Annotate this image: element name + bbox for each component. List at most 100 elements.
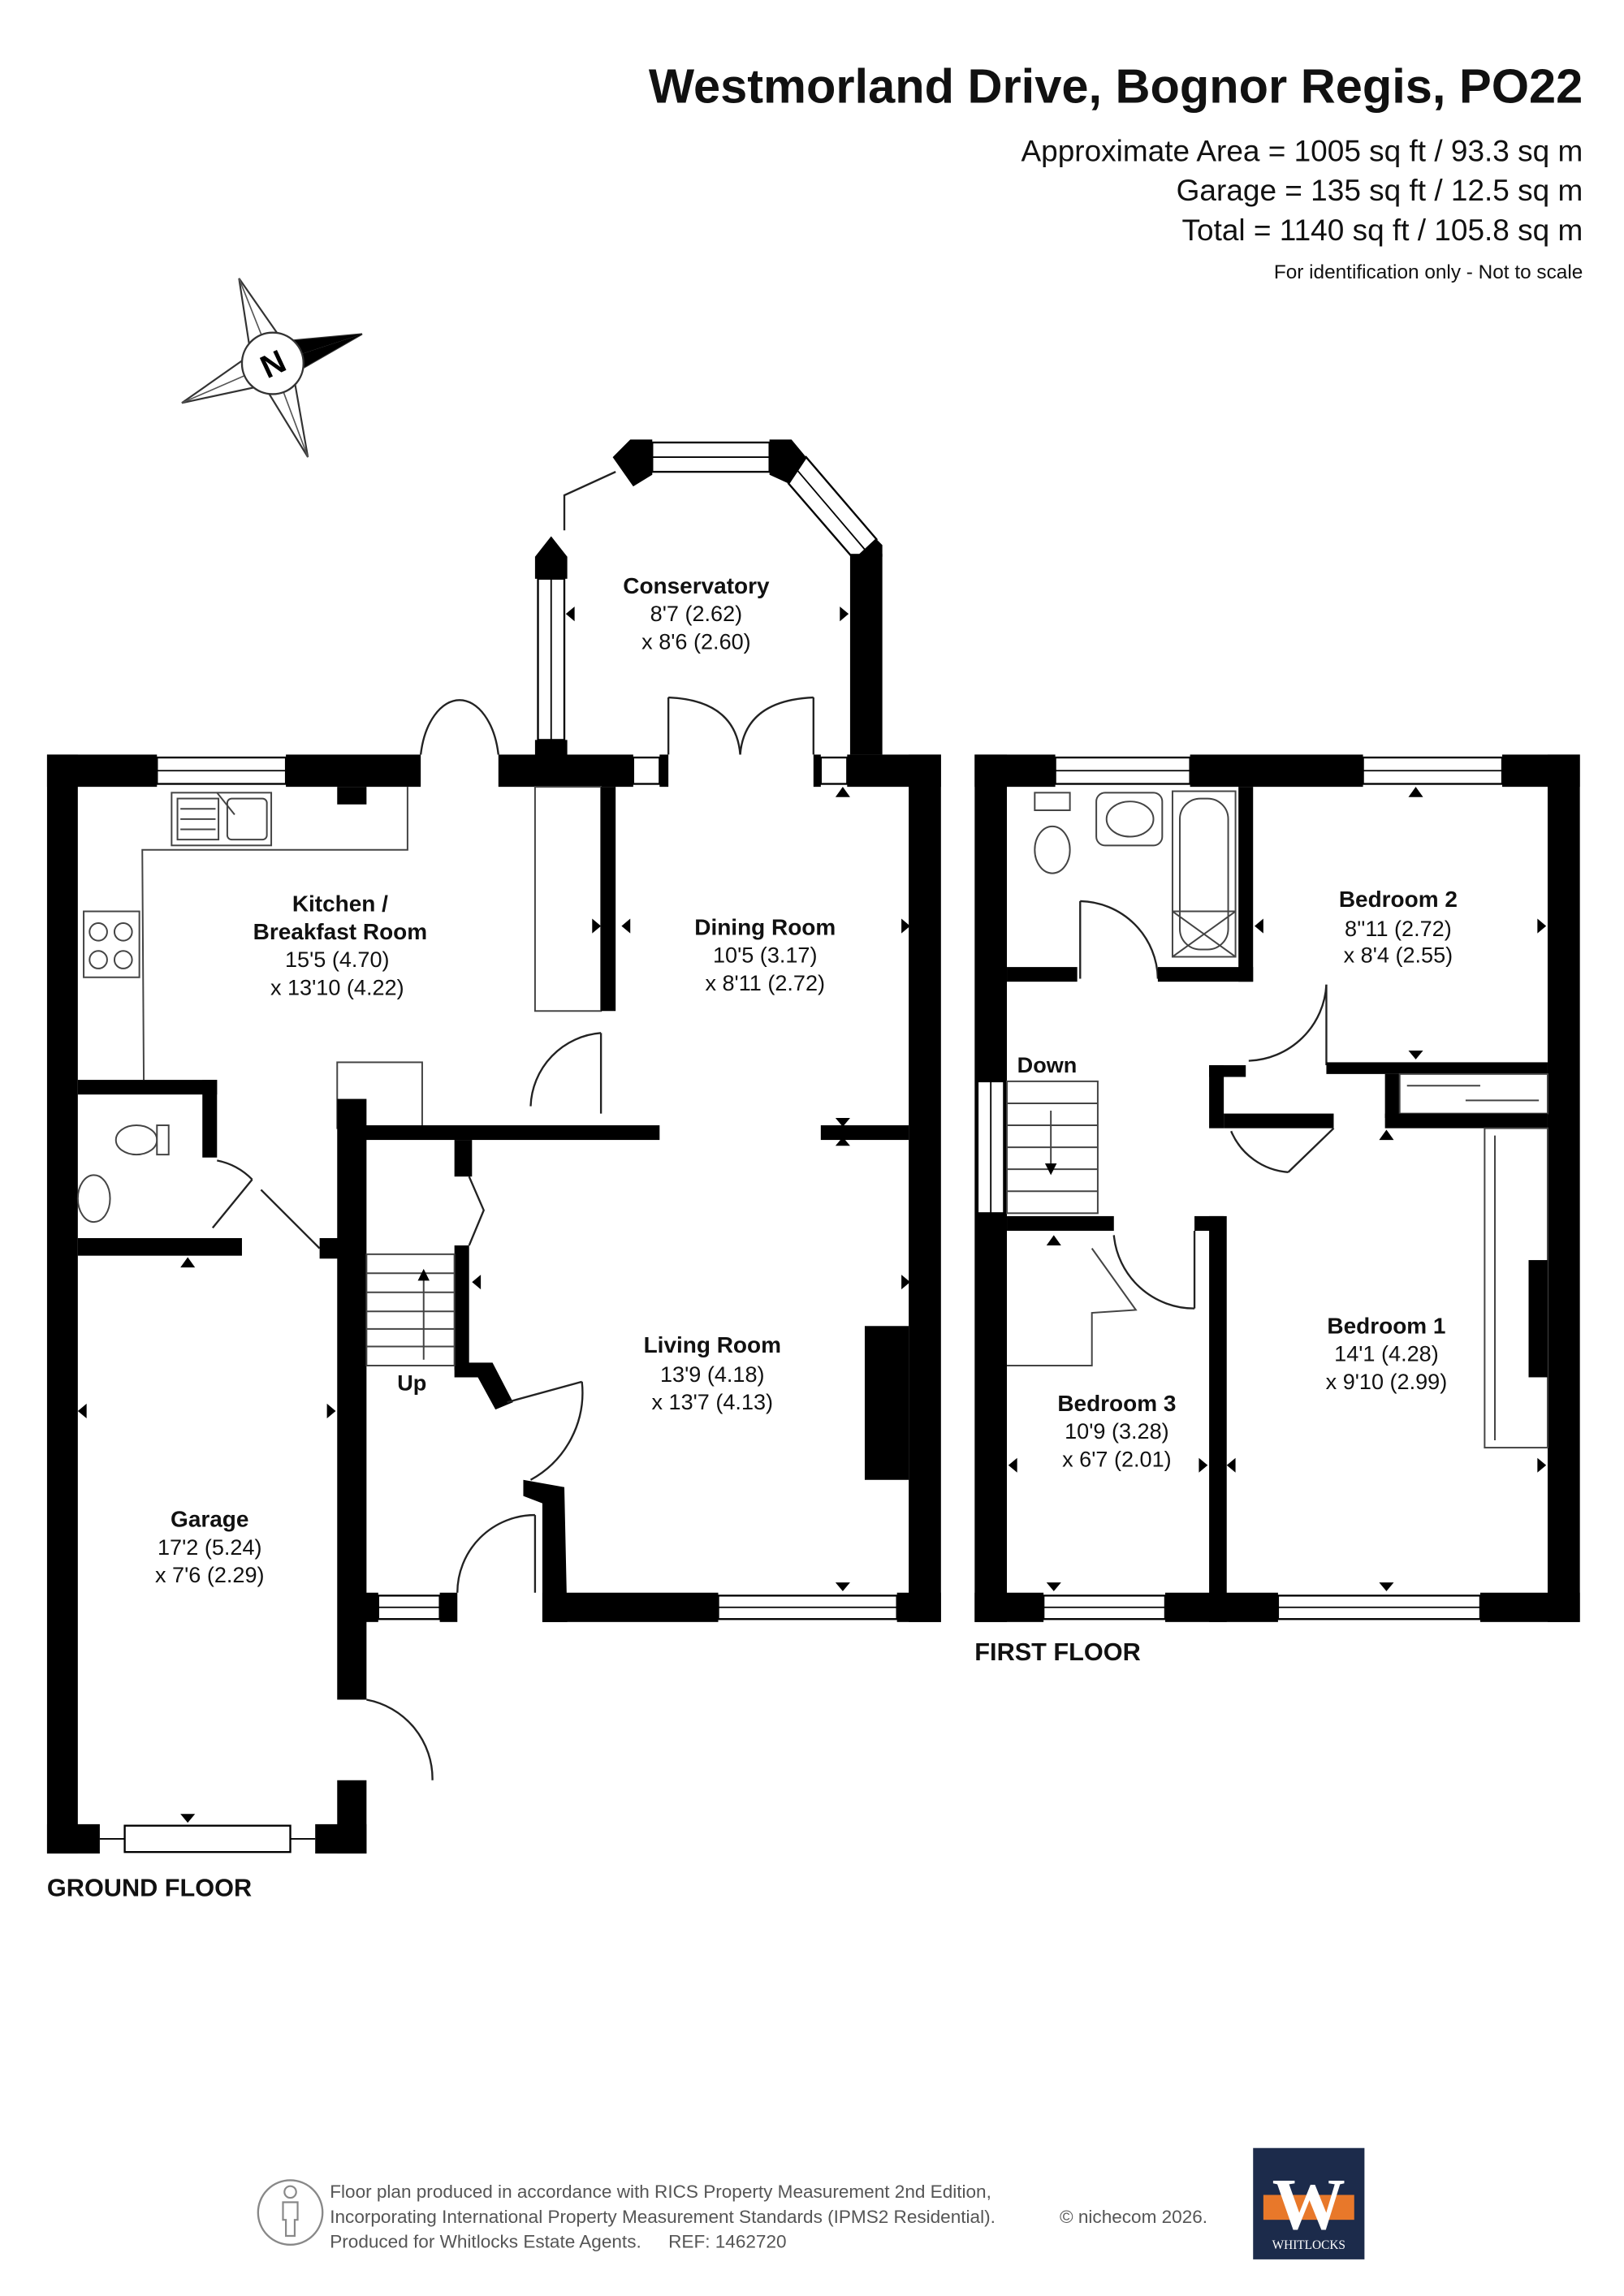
icon-body	[282, 2201, 299, 2238]
door-swing	[739, 696, 814, 755]
wall	[1238, 787, 1254, 982]
wall	[454, 1140, 473, 1177]
dimension-marker	[77, 1403, 87, 1418]
footer-line-1: Floor plan produced in accordance with R…	[330, 2182, 991, 2202]
room-dimension: 14'1 (4.28)	[1334, 1341, 1439, 1366]
door-swing	[217, 1159, 253, 1180]
door-leaf	[260, 1189, 321, 1249]
approximate-area: Approximate Area = 1005 sq ft / 93.3 sq …	[1021, 135, 1583, 168]
dimension-marker	[901, 1275, 910, 1290]
dimension-marker	[835, 1118, 850, 1127]
wall	[1384, 1073, 1400, 1119]
wall	[315, 1823, 367, 1854]
wall	[1326, 1062, 1548, 1074]
room-dimension: x 9'10 (2.99)	[1326, 1369, 1448, 1394]
room-dining: Dining Room 10'5 (3.17) x 8'11 (2.72)	[694, 914, 836, 995]
sink-bowl	[226, 797, 268, 841]
room-dimension: 17'2 (5.24)	[158, 1534, 262, 1560]
first-floor-plan: Down Bedroom 2 8''11 (2.72) x 8'4 (2.55)…	[974, 754, 1580, 1666]
wall	[542, 1592, 719, 1622]
footer-line-3: Produced for Whitlocks Estate Agents.	[330, 2231, 641, 2251]
room-name: Living Room	[644, 1332, 781, 1357]
door-swing	[529, 1381, 584, 1481]
chimney-breast	[1528, 1260, 1548, 1378]
header: Westmorland Drive, Bognor Regis, PO22 Ap…	[649, 58, 1583, 283]
wall	[659, 754, 669, 788]
door-swing	[668, 696, 741, 755]
north-compass-icon: N	[181, 278, 363, 458]
wall	[534, 740, 568, 758]
wall	[286, 754, 421, 788]
stairs	[365, 1253, 456, 1366]
door-leaf	[211, 1179, 253, 1229]
room-name: Bedroom 1	[1327, 1313, 1445, 1338]
room-bedroom-3: Bedroom 3 10'9 (3.28) x 6'7 (2.01)	[1057, 1391, 1176, 1472]
room-dimension: 10'9 (3.28)	[1065, 1418, 1169, 1444]
room-name: Garage	[171, 1507, 248, 1532]
footer: Floor plan produced in accordance with R…	[257, 2147, 1365, 2259]
room-dimension: x 13'10 (4.22)	[270, 974, 404, 999]
wall	[1157, 967, 1254, 982]
window	[819, 756, 849, 785]
dimension-marker	[592, 918, 602, 934]
room-name: Bedroom 2	[1339, 887, 1458, 912]
staircase	[365, 1253, 456, 1366]
dimension-marker	[180, 1257, 196, 1268]
wc-basin	[76, 1174, 111, 1224]
wc-toilet	[114, 1124, 158, 1156]
room-garage: Garage 17'2 (5.24) x 7'6 (2.29)	[155, 1507, 265, 1588]
total-area: Total = 1140 sq ft / 105.8 sq m	[1182, 214, 1583, 247]
dimension-marker	[1408, 1050, 1423, 1060]
hob-ring	[113, 950, 133, 969]
first-floor-staircase	[1006, 1080, 1099, 1215]
ipms-person-icon	[257, 2179, 324, 2246]
dimension-marker	[326, 1403, 336, 1418]
dimension-marker	[1379, 1129, 1394, 1141]
wall	[974, 754, 1056, 788]
first-floor-label: FIRST FLOOR	[974, 1638, 1140, 1666]
footer-line-2: Incorporating International Property Mea…	[330, 2207, 996, 2227]
sink-tap	[216, 792, 235, 816]
wall	[454, 1362, 513, 1410]
wall	[1190, 754, 1363, 788]
dimension-marker	[835, 787, 850, 797]
room-dimension: x 13'7 (4.13)	[651, 1389, 773, 1414]
ground-floor-label: GROUND FLOOR	[47, 1873, 252, 1901]
dimension-marker	[1199, 1457, 1208, 1473]
hob	[83, 910, 140, 978]
window	[632, 756, 661, 785]
room-dimension: x 8'11 (2.72)	[705, 970, 825, 995]
room-name: Dining Room	[694, 914, 836, 939]
room-name: Bedroom 3	[1057, 1391, 1176, 1416]
room-dimension: x 6'7 (2.01)	[1062, 1447, 1172, 1472]
wall	[319, 1237, 340, 1259]
bathtub	[1171, 790, 1237, 958]
wall	[46, 754, 78, 1854]
basin-bowl	[1105, 801, 1155, 838]
dimension-marker	[1408, 787, 1423, 797]
dimension-marker	[1379, 1582, 1394, 1591]
conservatory-corner	[769, 439, 806, 484]
ground-floor-plan: Up	[46, 439, 941, 1901]
hob-ring	[89, 950, 108, 969]
dimension-marker	[565, 606, 575, 622]
door-swing	[529, 1032, 602, 1107]
dimension-marker	[621, 918, 631, 934]
wall	[1007, 1215, 1114, 1231]
wall	[1209, 1215, 1227, 1622]
conservatory-side-door	[563, 471, 616, 531]
garage-side-door	[366, 1698, 434, 1780]
property-title: Westmorland Drive, Bognor Regis, PO22	[649, 58, 1583, 113]
footer-reference: REF: 1462720	[668, 2231, 786, 2251]
stairs-down-label: Down	[1017, 1052, 1078, 1077]
stairs-up-label: Up	[397, 1370, 426, 1396]
whitlocks-logo: W WHITLOCKS	[1253, 2147, 1365, 2259]
bedroom-3-cupboard	[1007, 1248, 1138, 1366]
dimension-marker	[1046, 1235, 1061, 1246]
room-name: Kitchen /	[292, 891, 388, 917]
window	[787, 455, 879, 562]
wall	[46, 1823, 100, 1854]
dimension-marker	[1226, 1457, 1236, 1473]
stair-arrow-head	[1044, 1163, 1057, 1176]
